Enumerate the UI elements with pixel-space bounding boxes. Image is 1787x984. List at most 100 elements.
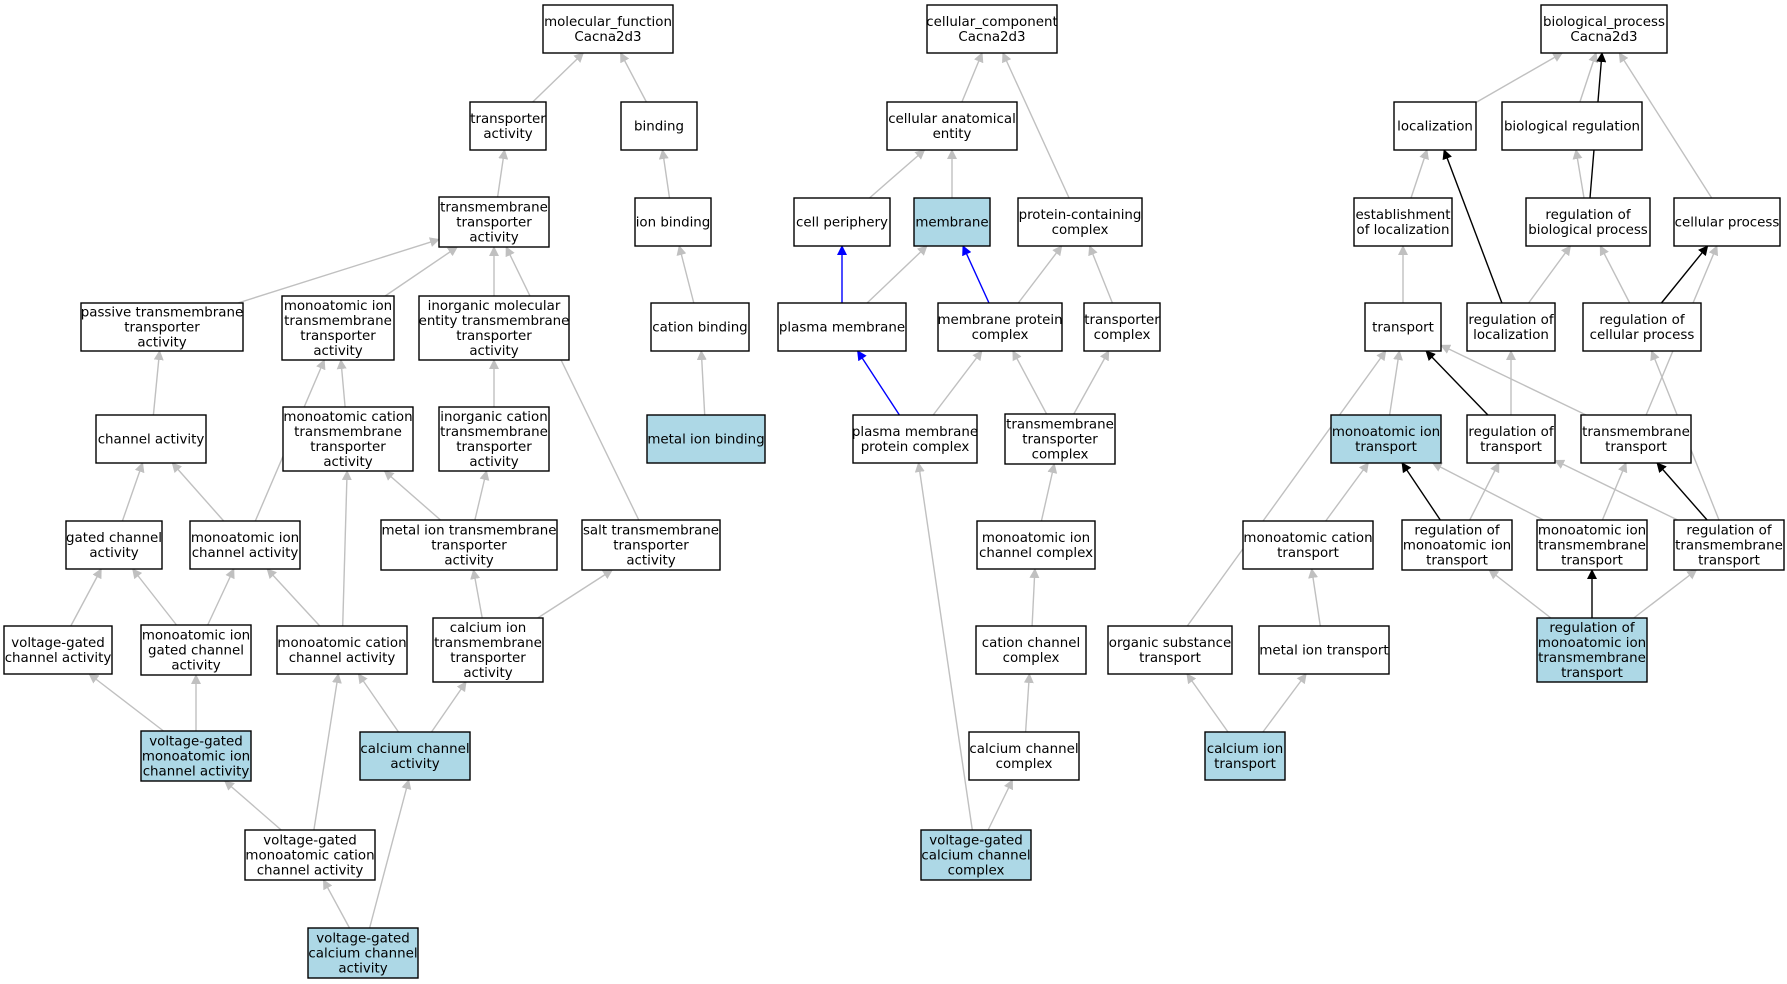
node-label-line: transport bbox=[1605, 440, 1667, 455]
go-term-node-biological_regulation[interactable]: biological regulation bbox=[1501, 101, 1643, 151]
node-label-line: calcium channel bbox=[308, 947, 417, 962]
edge-tm_transport-to-transport bbox=[1440, 344, 1587, 416]
go-term-node-plasma_membrane[interactable]: plasma membrane bbox=[777, 302, 907, 352]
node-box bbox=[438, 196, 550, 248]
node-label-line: regulation of bbox=[1545, 208, 1630, 223]
go-term-node-metal_ion_transport[interactable]: metal ion transport bbox=[1258, 625, 1390, 675]
go-term-node-mono_ion_tm_transporter[interactable]: monoatomic iontransmembranetransporterac… bbox=[281, 295, 395, 361]
node-label-line: activity bbox=[469, 231, 518, 246]
node-label-line: transporter bbox=[613, 539, 689, 554]
edge-calcium_ion_tm_transporter-to-metal_ion_tm_transporter bbox=[470, 569, 483, 619]
node-label-line: cellular process bbox=[1590, 328, 1695, 343]
edge-gated_channel-to-channel_activity bbox=[121, 462, 145, 522]
go-term-node-metal_ion_tm_transporter[interactable]: metal ion transmembranetransporteractivi… bbox=[380, 519, 558, 571]
edge-mono_ion_channel_complex-to-tm_transporter_complex bbox=[1040, 463, 1058, 522]
node-label-line: activity bbox=[137, 336, 186, 351]
node-label-line: transport bbox=[1426, 554, 1488, 569]
node-label-line: regulation of bbox=[1599, 313, 1684, 328]
go-term-node-membrane[interactable]: membrane bbox=[913, 197, 991, 247]
node-label-line: gated channel bbox=[148, 644, 244, 659]
go-term-node-cation_binding[interactable]: cation binding bbox=[650, 302, 750, 352]
edge-cell_anat_entity-to-cc bbox=[961, 52, 984, 103]
edge-line bbox=[857, 350, 900, 416]
go-term-node-cell_periphery[interactable]: cell periphery bbox=[793, 197, 891, 247]
node-box bbox=[418, 295, 570, 361]
edge-line bbox=[368, 779, 412, 929]
edge-reg_mono_ion_transport-to-reg_transport bbox=[1469, 462, 1500, 521]
go-term-node-transport[interactable]: transport bbox=[1364, 302, 1442, 352]
go-term-node-cellular_process[interactable]: cellular process bbox=[1673, 197, 1781, 247]
node-label-line: activity bbox=[626, 554, 675, 569]
go-term-node-channel_activity[interactable]: channel activity bbox=[95, 414, 207, 464]
go-term-node-calcium_ion_tm_transporter[interactable]: calcium iontransmembranetransporteractiv… bbox=[432, 617, 544, 683]
edge-est_localization-to-localization bbox=[1410, 149, 1429, 199]
go-term-node-localization[interactable]: localization bbox=[1393, 101, 1477, 151]
edge-mono_ion_channel-to-channel_activity bbox=[171, 462, 225, 522]
go-term-node-mono_cation_tm_transporter[interactable]: monoatomic cationtransmembranetransporte… bbox=[282, 406, 414, 472]
go-term-node-metal_ion_binding[interactable]: metal ion binding bbox=[646, 414, 766, 464]
edge-binding-to-mf bbox=[619, 52, 648, 103]
node-box bbox=[777, 302, 907, 352]
edge-line bbox=[1601, 462, 1628, 521]
go-term-node-inorg_cation_tm[interactable]: inorganic cationtransmembranetransporter… bbox=[438, 406, 550, 472]
node-label-line: biological process bbox=[1528, 223, 1648, 238]
node-label-line: calcium channel bbox=[360, 742, 469, 757]
node-label-line: biological regulation bbox=[1504, 120, 1640, 135]
node-label-line: Cacna2d3 bbox=[1570, 30, 1637, 45]
edge-metal_ion_tm_transporter-to-inorg_cation_tm bbox=[474, 470, 490, 521]
edge-line bbox=[1528, 245, 1571, 304]
edge-reg_tm_transport-to-reg_transport bbox=[1554, 459, 1678, 521]
edge-line bbox=[313, 673, 342, 831]
go-term-node-binding[interactable]: binding bbox=[620, 101, 698, 151]
edge-line bbox=[1186, 350, 1387, 627]
edge-protein_containing_complex-to-cc bbox=[1002, 52, 1070, 199]
go-term-node-ion_binding[interactable]: ion binding bbox=[634, 197, 712, 247]
edge-line bbox=[962, 245, 990, 304]
edge-line bbox=[1660, 245, 1709, 304]
edge-vg_mono_cation_channel-to-mono_cation_channel bbox=[313, 673, 342, 831]
edge-reg_cellular_process-to-cellular_process bbox=[1660, 245, 1709, 304]
node-label-line: transporter bbox=[456, 216, 532, 231]
